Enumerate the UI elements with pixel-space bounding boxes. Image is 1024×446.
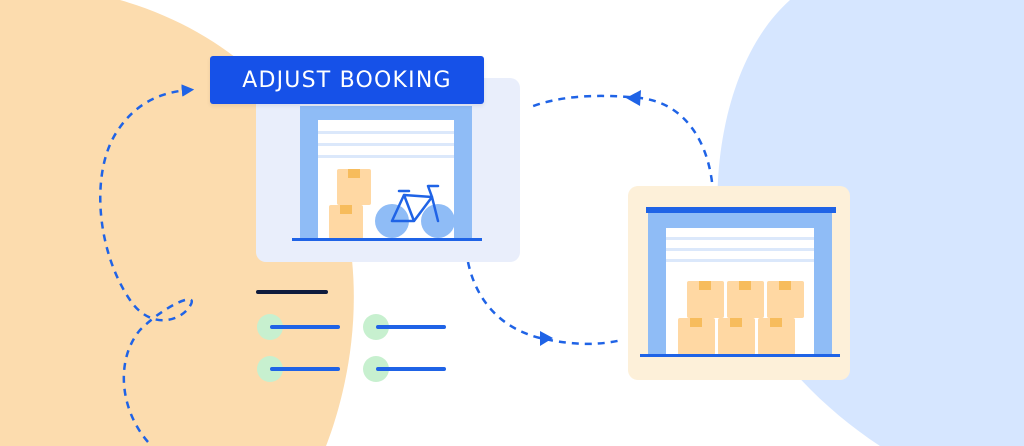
cardboard-box-icon	[758, 318, 795, 355]
cardboard-box-icon	[337, 169, 371, 205]
list-header-line	[256, 290, 328, 294]
storage-unit-large-icon	[628, 186, 850, 380]
cardboard-box-icon	[329, 205, 363, 239]
cardboard-box-icon	[687, 281, 724, 318]
cardboard-box-icon	[767, 281, 804, 318]
arrowhead-top	[626, 90, 641, 106]
dashed-arrow-icon	[527, 94, 714, 183]
arrowhead-bottom	[540, 331, 553, 346]
list-icon	[256, 290, 446, 382]
storage-unit-small-icon	[256, 78, 520, 262]
adjust-booking-badge: ADJUST BOOKING	[210, 56, 484, 104]
cardboard-box-icon	[718, 318, 755, 355]
bicycle-icon	[375, 184, 455, 238]
cardboard-box-icon	[678, 318, 715, 355]
dashed-arrow-icon	[99, 84, 195, 443]
dashed-arrow-icon	[466, 261, 623, 346]
cardboard-box-icon	[727, 281, 764, 318]
